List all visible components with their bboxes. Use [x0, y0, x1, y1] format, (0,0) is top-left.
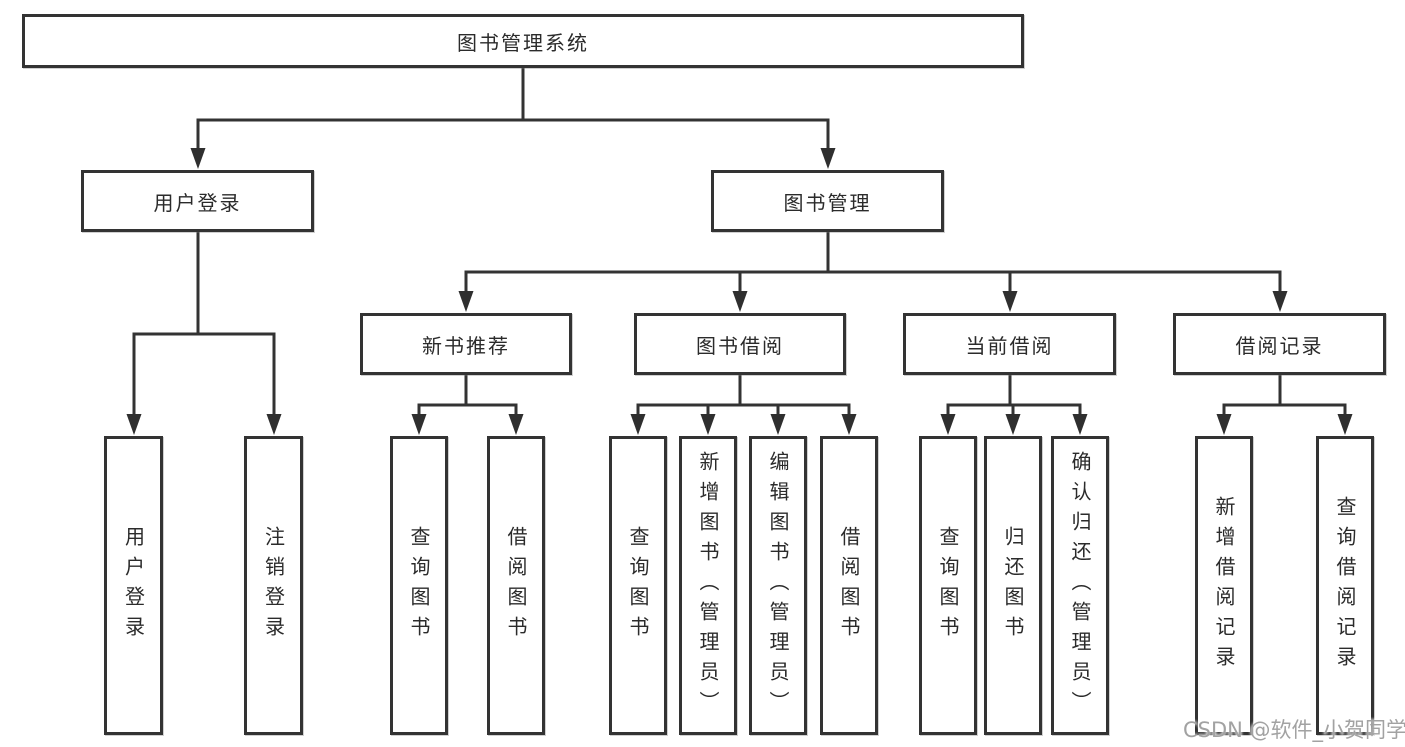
node-label: 查询图书 — [626, 525, 650, 646]
leaf-add-books-admin: 新增图书（管理员） — [679, 436, 737, 735]
leaf-query-borrow-record: 查询借阅记录 — [1316, 436, 1374, 735]
node-book-borrowing: 图书借阅 — [634, 313, 846, 375]
leaf-query-books-current: 查询图书 — [919, 436, 977, 735]
leaf-confirm-return-admin: 确认归还（管理员） — [1051, 436, 1109, 735]
node-user-login: 用户登录 — [81, 170, 314, 232]
node-label: 用户登录 — [153, 190, 242, 215]
node-label: 新增借阅记录 — [1212, 495, 1236, 676]
node-new-book-recommendation: 新书推荐 — [360, 313, 572, 375]
leaf-return-books: 归还图书 — [984, 436, 1042, 735]
node-label: 借阅记录 — [1235, 333, 1324, 358]
node-label: 借阅图书 — [837, 525, 861, 646]
leaf-query-books-borrowing: 查询图书 — [609, 436, 667, 735]
node-label: 图书管理 — [783, 190, 872, 215]
leaf-edit-books-admin: 编辑图书（管理员） — [749, 436, 807, 735]
node-borrowing-records: 借阅记录 — [1173, 313, 1386, 375]
node-label: 归还图书 — [1001, 525, 1025, 646]
leaf-user-login: 用户登录 — [104, 436, 163, 735]
node-label: 查询借阅记录 — [1333, 495, 1357, 676]
csdn-watermark: CSDN @软件_小贺同学 — [1183, 718, 1405, 742]
node-current-borrowing: 当前借阅 — [903, 313, 1116, 375]
node-label: 编辑图书（管理员） — [766, 450, 790, 721]
node-root-book-management-system: 图书管理系统 — [22, 14, 1024, 68]
node-label: 查询图书 — [936, 525, 960, 646]
leaf-borrow-books-borrowing: 借阅图书 — [820, 436, 878, 735]
node-label: 新增图书（管理员） — [696, 450, 720, 721]
node-label: 新书推荐 — [422, 333, 510, 358]
node-book-management: 图书管理 — [711, 170, 944, 232]
node-label: 用户登录 — [121, 525, 146, 646]
leaf-add-borrow-record: 新增借阅记录 — [1195, 436, 1253, 735]
node-label: 图书管理系统 — [457, 30, 589, 55]
node-label: 图书借阅 — [696, 333, 784, 358]
node-label: 借阅图书 — [504, 525, 528, 646]
node-label: 确认归还（管理员） — [1068, 450, 1092, 721]
node-label: 当前借阅 — [965, 333, 1054, 358]
leaf-query-books-recommend: 查询图书 — [390, 436, 448, 735]
leaf-borrow-books-recommend: 借阅图书 — [487, 436, 545, 735]
node-label: 查询图书 — [407, 525, 431, 646]
leaf-logout: 注销登录 — [244, 436, 303, 735]
node-label: 注销登录 — [261, 525, 286, 646]
